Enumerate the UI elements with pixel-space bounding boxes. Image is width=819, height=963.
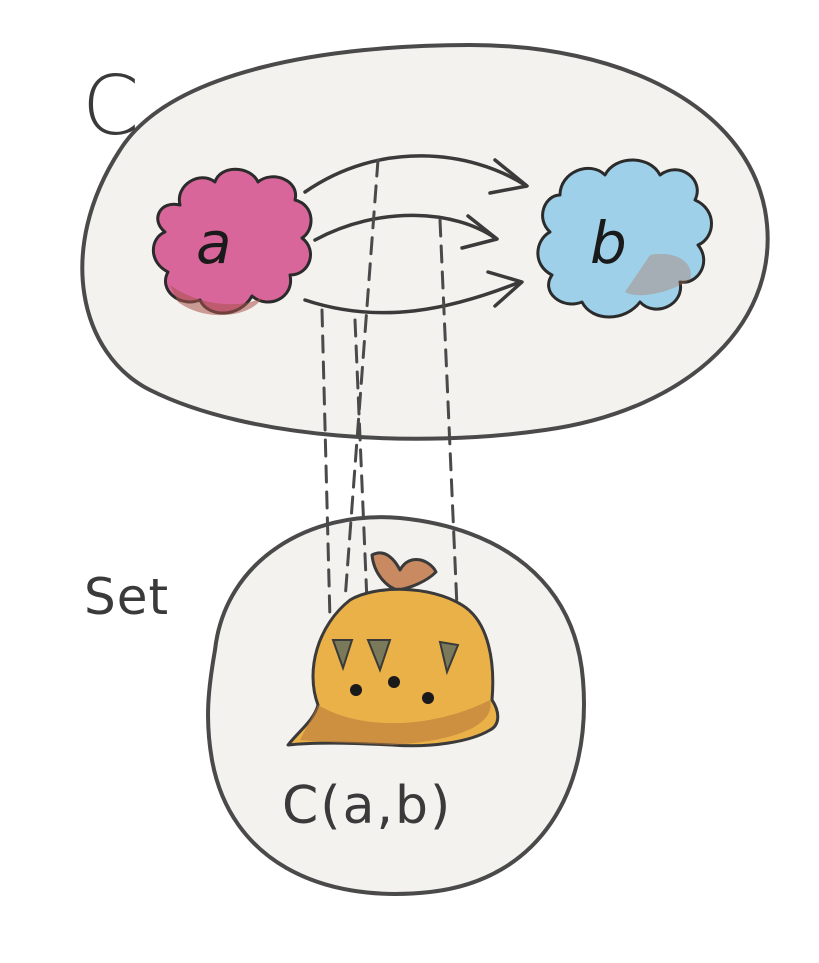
morphism-arrowhead-1 [488,158,529,195]
projection-line [353,318,370,627]
hom-element-dot [388,676,400,688]
morphism-arrow-3 [303,280,522,315]
projection-arrowhead [438,640,460,676]
object-a-shade [170,285,262,316]
projection-line [320,308,332,622]
projection-arrowhead [331,639,354,672]
morphism-arrow-1 [303,154,527,194]
object-b-shade [625,253,691,296]
projection-line [343,158,380,602]
category-c-region [80,43,770,441]
category-c-label: C [82,59,140,154]
object-a-blob [151,167,313,315]
hom-set-label: C(a,b) [282,776,453,836]
morphism-arrowhead-3 [486,270,524,308]
projection-line [438,218,460,632]
bag-tie [370,551,438,592]
bag-shade [300,700,491,745]
object-a-label: a [196,209,232,277]
projection-arrowhead [366,639,392,673]
morphism-arrow-2 [313,213,497,242]
projection-lines [320,158,460,632]
hom-set-bag [286,551,500,748]
hom-element-dot [350,684,362,696]
morphism-arrows [303,154,529,315]
hom-element-dot [422,692,434,704]
set-category-label: Set [84,568,170,626]
object-b-label: b [590,209,627,277]
object-b-blob [536,158,713,319]
morphism-arrowhead-2 [460,214,499,250]
